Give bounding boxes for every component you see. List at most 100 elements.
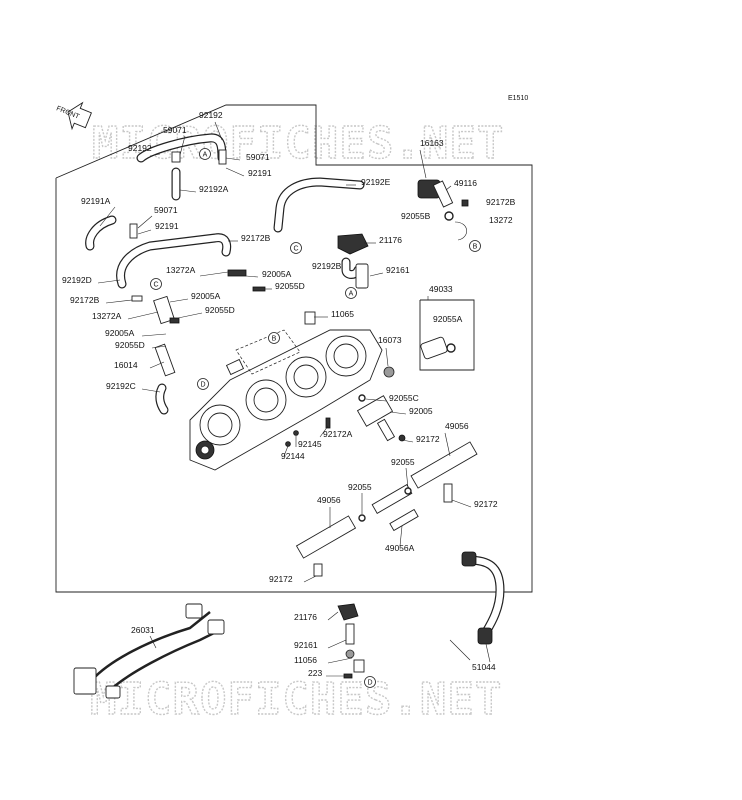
part-label-92055b: 92055B — [401, 211, 431, 221]
part-label-92161: 92161 — [386, 265, 410, 275]
ref-circle — [469, 240, 481, 252]
part-label-92005a: 92005A — [262, 269, 292, 279]
part-label-13272a: 13272A — [92, 311, 122, 321]
ref-circle — [364, 676, 376, 688]
ref-circle — [345, 287, 357, 299]
part-label-92055d: 92055D — [275, 281, 305, 291]
part-label-92172: 92172 — [416, 434, 440, 444]
part-label-13272a: 13272A — [166, 265, 196, 275]
part-label-92192e: 92192E — [361, 177, 391, 187]
ref-marker-b: B — [268, 332, 280, 344]
part-label-59071: 59071 — [246, 152, 270, 162]
part-label-92005a: 92005A — [191, 291, 221, 301]
ref-marker-c: C — [150, 278, 162, 290]
pressure-regulator-box — [383, 299, 475, 378]
injector-group — [417, 179, 469, 241]
part-label-16014: 16014 — [114, 360, 138, 370]
front-arrow-icon: FRONT — [55, 101, 92, 131]
assembly-frame — [55, 104, 533, 593]
diagram-code: E1510 — [508, 95, 528, 102]
part-label-92191: 92191 — [248, 168, 272, 178]
ref-letter: C — [153, 282, 158, 289]
part-label-11065: 11065 — [331, 309, 354, 319]
part-label-92005: 92005 — [409, 406, 433, 416]
part-label-92055a: 92055A — [433, 314, 463, 324]
ref-marker-b: B — [469, 240, 481, 252]
part-label-92055: 92055 — [348, 482, 372, 492]
part-label-92172b: 92172B — [70, 295, 100, 305]
part-label-92172a: 92172A — [323, 429, 353, 439]
ref-letter: A — [203, 152, 208, 159]
vacuum-fittings — [131, 269, 266, 377]
throttle-bore-3 — [285, 356, 327, 398]
part-label-49116: 49116 — [454, 178, 477, 188]
throttle-bore-4 — [325, 335, 367, 377]
part-label-16073: 16073 — [378, 335, 402, 345]
ref-marker-d: D — [197, 378, 209, 390]
part-label-223: 223 — [308, 668, 322, 678]
part-label-92192c: 92192C — [106, 381, 136, 391]
wiring-harness — [73, 603, 225, 699]
part-label-21176: 21176 — [294, 612, 317, 622]
ref-letter: A — [349, 291, 354, 298]
part-label-92055: 92055 — [391, 457, 415, 467]
part-label-92055d: 92055D — [115, 340, 145, 350]
throttle-bore-2 — [245, 379, 287, 421]
part-label-13272: 13272 — [489, 215, 513, 225]
bottom-sensor — [337, 603, 365, 679]
leader-lines — [97, 121, 491, 677]
ref-letter: B — [473, 244, 478, 251]
ref-circle — [150, 278, 162, 290]
part-label-49033: 49033 — [429, 284, 453, 294]
part-label-92172b: 92172B — [241, 233, 271, 243]
part-label-92192a: 92192A — [199, 184, 229, 194]
part-label-49056: 49056 — [317, 495, 341, 505]
ref-letter: C — [293, 246, 298, 253]
part-label-51044: 51044 — [472, 662, 496, 672]
ref-marker-c: C — [290, 242, 302, 254]
part-label-92145: 92145 — [298, 439, 322, 449]
vacuum-hoses — [85, 133, 365, 415]
ref-circle — [290, 242, 302, 254]
throttle-bore-1 — [199, 404, 241, 446]
ref-marker-a: A — [199, 148, 211, 160]
part-label-16163: 16163 — [420, 138, 444, 148]
ref-letter: B — [272, 336, 277, 343]
ref-circle — [197, 378, 209, 390]
reference-markers: A C C A B B D D — [150, 148, 481, 688]
part-label-26031: 26031 — [131, 625, 155, 635]
part-label-92055c: 92055C — [389, 393, 419, 403]
part-labels: 921925907192192590719219192192A92191A590… — [62, 110, 516, 678]
part-label-92172: 92172 — [474, 499, 498, 509]
part-label-92192b: 92192B — [312, 261, 342, 271]
part-label-92192: 92192 — [128, 143, 152, 153]
sensor-assembly — [337, 233, 369, 289]
part-label-92172: 92172 — [269, 574, 293, 584]
part-label-92144: 92144 — [281, 451, 305, 461]
part-label-92172b: 92172B — [486, 197, 516, 207]
ref-marker-d: D — [364, 676, 376, 688]
part-label-11056: 11056 — [294, 655, 317, 665]
fuel-hose — [461, 551, 505, 645]
part-label-92005a: 92005A — [105, 328, 135, 338]
part-label-92191a: 92191A — [81, 196, 111, 206]
watermark-bottom: MICROFICHES.NET — [90, 674, 502, 725]
watermark-top: MICROFICHES.NET — [92, 118, 504, 169]
part-label-21176: 21176 — [379, 235, 402, 245]
throttle-body-assembly — [189, 311, 383, 471]
part-label-92192d: 92192D — [62, 275, 92, 285]
part-label-59071: 59071 — [163, 125, 187, 135]
part-label-92191: 92191 — [155, 221, 179, 231]
ref-circle — [268, 332, 280, 344]
ref-circle — [199, 148, 211, 160]
ref-letter: D — [200, 382, 205, 389]
part-label-92192: 92192 — [199, 110, 223, 120]
part-label-92161: 92161 — [294, 640, 318, 650]
ref-letter: D — [367, 680, 372, 687]
part-label-59071: 59071 — [154, 205, 178, 215]
fuel-system — [285, 394, 478, 577]
part-label-49056: 49056 — [445, 421, 469, 431]
ref-marker-a: A — [345, 287, 357, 299]
part-label-49056a: 49056A — [385, 543, 415, 553]
